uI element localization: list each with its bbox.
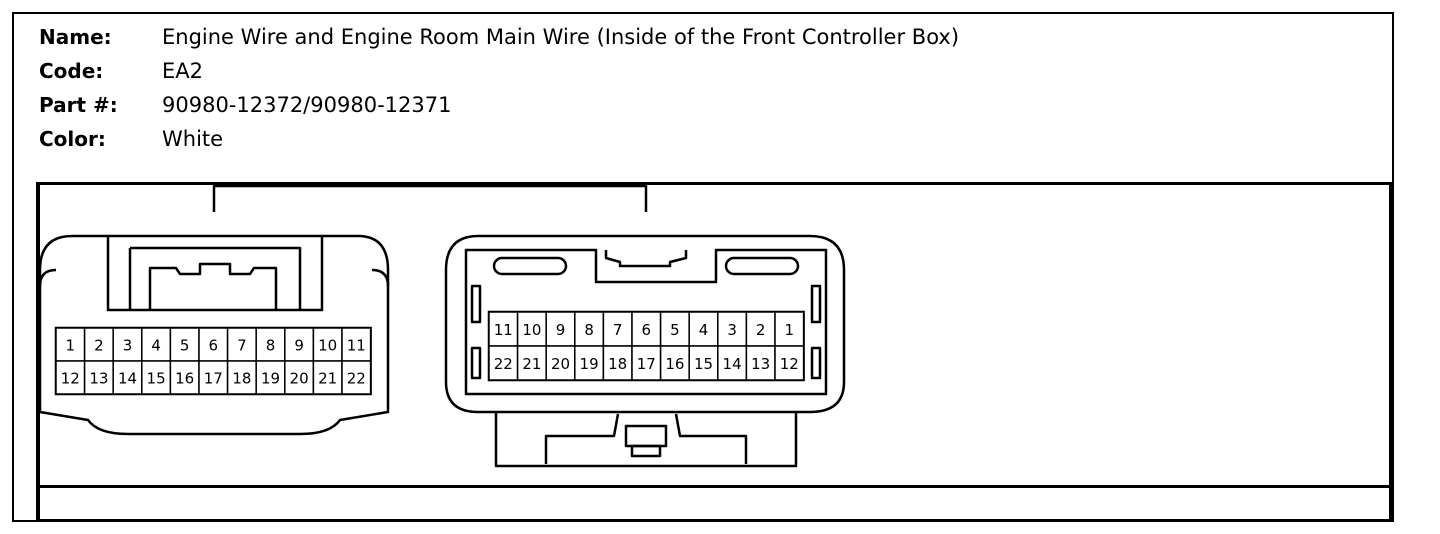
right-pin-label: 6 bbox=[642, 321, 652, 339]
left-pin-cell bbox=[284, 360, 315, 395]
left-pin-cell bbox=[255, 360, 286, 395]
part-label: Part #: bbox=[39, 93, 118, 117]
right-connector-key bbox=[604, 250, 688, 268]
right-pin-cell bbox=[574, 345, 605, 381]
name-label: Name: bbox=[39, 25, 112, 49]
left-pin-label: 7 bbox=[237, 337, 247, 355]
left-pin-cell bbox=[255, 327, 286, 362]
right-pin-label: 8 bbox=[584, 321, 594, 339]
right-connector-inner bbox=[464, 248, 828, 396]
right-connector-slot-left bbox=[492, 256, 568, 276]
connector-name: Engine Wire and Engine Room Main Wire (I… bbox=[162, 25, 960, 49]
left-pin-label: 6 bbox=[209, 337, 219, 355]
right-pin-cell bbox=[516, 345, 547, 381]
right-connector-slot-right bbox=[724, 256, 800, 276]
right-pin-cell bbox=[631, 311, 662, 347]
left-connector-top-inner bbox=[106, 236, 324, 312]
left-pin-cell bbox=[169, 327, 200, 362]
connector-part-number: 90980-12372/90980-12371 bbox=[162, 93, 452, 117]
right-pin-label: 2 bbox=[756, 321, 766, 339]
left-connector-lock bbox=[148, 262, 278, 310]
left-pin-label: 22 bbox=[347, 370, 366, 388]
left-pin-label: 20 bbox=[290, 370, 309, 388]
color-label: Color: bbox=[39, 127, 106, 151]
right-pin-label: 16 bbox=[665, 355, 684, 373]
right-pin-label: 18 bbox=[608, 355, 627, 373]
right-pin-label: 14 bbox=[723, 355, 742, 373]
right-pin-label: 3 bbox=[727, 321, 737, 339]
left-pin-label: 14 bbox=[118, 370, 137, 388]
left-pin-label: 11 bbox=[347, 337, 366, 355]
left-pin-label: 1 bbox=[66, 337, 76, 355]
diagram-area bbox=[36, 182, 1392, 488]
left-pin-label: 17 bbox=[204, 370, 223, 388]
code-label: Code: bbox=[39, 59, 104, 83]
right-pin-label: 9 bbox=[556, 321, 566, 339]
left-pin-label: 10 bbox=[318, 337, 337, 355]
right-pin-label: 15 bbox=[694, 355, 713, 373]
left-connector-housing bbox=[38, 234, 390, 436]
left-pin-label: 15 bbox=[147, 370, 166, 388]
left-pin-label: 16 bbox=[175, 370, 194, 388]
left-pin-cell bbox=[341, 327, 372, 362]
left-pin-cell bbox=[341, 360, 372, 395]
right-pin-label: 1 bbox=[785, 321, 795, 339]
right-pin-label: 7 bbox=[613, 321, 623, 339]
left-pin-cell bbox=[198, 360, 229, 395]
right-pin-label: 13 bbox=[751, 355, 770, 373]
left-pin-label: 19 bbox=[261, 370, 280, 388]
right-pin-cell bbox=[774, 345, 805, 381]
connector-color: White bbox=[162, 127, 224, 151]
right-connector-lock-tab bbox=[494, 412, 798, 468]
left-pin-cell bbox=[83, 360, 114, 395]
right-pin-label: 22 bbox=[494, 355, 513, 373]
right-pin-label: 20 bbox=[551, 355, 570, 373]
left-pin-cell bbox=[312, 327, 343, 362]
left-pin-label: 2 bbox=[94, 337, 104, 355]
right-pin-cell bbox=[774, 311, 805, 347]
left-pin-label: 18 bbox=[232, 370, 251, 388]
right-connector-housing bbox=[444, 234, 846, 414]
left-pin-cell bbox=[112, 360, 143, 395]
right-pin-label: 5 bbox=[670, 321, 680, 339]
right-pin-label: 4 bbox=[699, 321, 709, 339]
right-pin-label: 19 bbox=[580, 355, 599, 373]
right-pin-cell bbox=[659, 345, 690, 381]
connector-code: EA2 bbox=[162, 59, 203, 83]
left-pin-label: 21 bbox=[318, 370, 337, 388]
left-pin-label: 5 bbox=[180, 337, 190, 355]
bottom-strip bbox=[36, 486, 1392, 522]
right-pin-label: 12 bbox=[780, 355, 799, 373]
right-pin-cell bbox=[488, 345, 519, 381]
right-pin-label: 17 bbox=[637, 355, 656, 373]
left-pin-label: 13 bbox=[89, 370, 108, 388]
right-pin-cell bbox=[745, 345, 776, 381]
right-pin-cell bbox=[602, 345, 633, 381]
left-pin-label: 8 bbox=[266, 337, 276, 355]
left-pin-label: 3 bbox=[123, 337, 133, 355]
left-pin-label: 9 bbox=[294, 337, 304, 355]
right-pin-label: 10 bbox=[522, 321, 541, 339]
right-pin-label: 21 bbox=[522, 355, 541, 373]
left-pin-label: 4 bbox=[151, 337, 161, 355]
right-pin-cell bbox=[545, 345, 576, 381]
left-pin-label: 12 bbox=[61, 370, 80, 388]
right-pin-label: 11 bbox=[494, 321, 513, 339]
right-pin-cell bbox=[688, 311, 719, 347]
left-pin-cell bbox=[141, 360, 172, 395]
left-connector-lock-frame bbox=[130, 246, 302, 310]
left-pin-cell bbox=[226, 360, 257, 395]
pairing-bracket bbox=[212, 184, 648, 212]
